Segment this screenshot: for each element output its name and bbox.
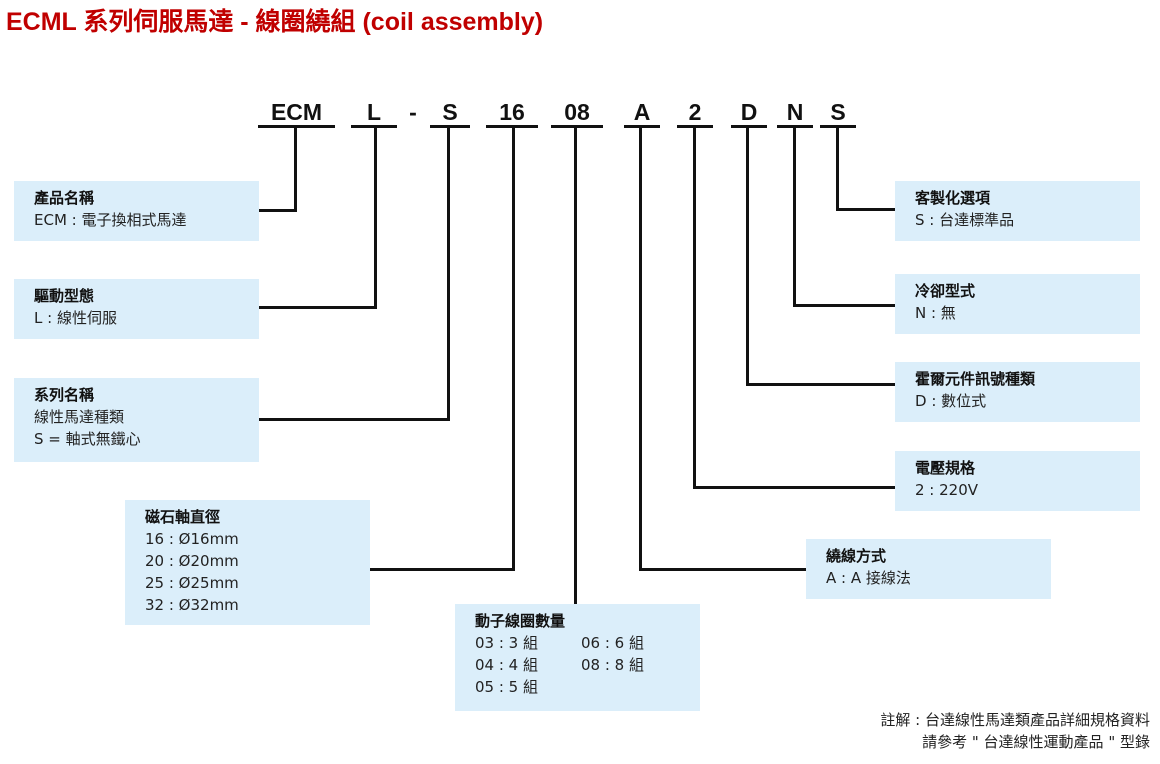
code-segment-dash: - bbox=[409, 99, 417, 125]
code-segment-16: 16 bbox=[486, 98, 538, 128]
connector-ecm bbox=[259, 128, 297, 212]
box-product-name: 產品名稱 ECM : 電子換相式馬達 bbox=[14, 181, 259, 241]
box-product-name-line: ECM : 電子換相式馬達 bbox=[34, 211, 187, 229]
box-magnet-diameter-title: 磁石軸直徑 bbox=[145, 508, 221, 526]
code-segment-s: S bbox=[430, 98, 470, 128]
code-segment-ecm: ECM bbox=[258, 98, 335, 128]
code-segment-a: A bbox=[624, 98, 660, 128]
connector-d bbox=[746, 128, 898, 386]
box-series-name-line: 線性馬達種類 bbox=[34, 408, 125, 426]
connector-a bbox=[639, 128, 809, 571]
box-cooling-line: N : 無 bbox=[915, 304, 956, 322]
box-series-name-line: S = 軸式無鐵心 bbox=[34, 430, 141, 448]
box-magnet-diameter: 磁石軸直徑 16 : Ø16mm 20 : Ø20mm 25 : Ø25mm 3… bbox=[125, 500, 370, 625]
box-voltage-title: 電壓規格 bbox=[915, 459, 976, 477]
box-coil-count-title: 動子線圈數量 bbox=[475, 612, 566, 630]
box-hall-sensor-line: D : 數位式 bbox=[915, 392, 987, 410]
box-coil-count-item: 08 : 8 組 bbox=[581, 656, 644, 674]
box-coil-count-item: 03 : 3 組 bbox=[475, 634, 538, 652]
code-segment-d: D bbox=[731, 98, 767, 128]
box-drive-type-title: 驅動型態 bbox=[34, 287, 95, 305]
box-series-name-title: 系列名稱 bbox=[34, 386, 95, 404]
connector-s-custom bbox=[836, 128, 898, 211]
box-voltage: 電壓規格 2 : 220V bbox=[895, 451, 1140, 511]
box-winding-title: 繞線方式 bbox=[826, 547, 887, 565]
box-winding-line: A : A 接線法 bbox=[826, 569, 911, 587]
box-cooling-title: 冷卻型式 bbox=[915, 282, 976, 300]
code-segment-n: N bbox=[777, 98, 813, 128]
box-hall-sensor: 霍爾元件訊號種類 D : 數位式 bbox=[895, 362, 1140, 422]
box-custom-line: S : 台達標準品 bbox=[915, 211, 1015, 229]
box-voltage-line: 2 : 220V bbox=[915, 481, 979, 499]
box-magnet-diameter-line: 16 : Ø16mm bbox=[145, 530, 239, 548]
footnote: 註解 : 台達線性馬達類產品詳細規格資料 請參考 " 台達線性運動產品 " 型錄 bbox=[880, 709, 1150, 753]
connector-n bbox=[793, 128, 898, 307]
connector-s bbox=[259, 128, 450, 421]
box-coil-count-grid: 03 : 3 組 06 : 6 組 04 : 4 組 08 : 8 組 05 :… bbox=[475, 632, 690, 698]
connector-16 bbox=[370, 128, 515, 571]
code-segment-2: 2 bbox=[677, 98, 713, 128]
box-drive-type: 驅動型態 L : 線性伺服 bbox=[14, 279, 259, 339]
box-custom: 客製化選項 S : 台達標準品 bbox=[895, 181, 1140, 241]
box-coil-count-item: 06 : 6 組 bbox=[581, 634, 644, 652]
box-product-name-title: 產品名稱 bbox=[34, 189, 95, 207]
code-segment-l: L bbox=[351, 98, 397, 128]
box-magnet-diameter-line: 32 : Ø32mm bbox=[145, 596, 239, 614]
page-title: ECML 系列伺服馬達 - 線圈繞組 (coil assembly) bbox=[6, 8, 544, 36]
connector-2 bbox=[693, 128, 898, 489]
code-segment-s-custom: S bbox=[820, 98, 856, 128]
box-coil-count: 動子線圈數量 03 : 3 組 06 : 6 組 04 : 4 組 08 : 8… bbox=[455, 604, 700, 711]
box-winding: 繞線方式 A : A 接線法 bbox=[806, 539, 1051, 599]
box-custom-title: 客製化選項 bbox=[915, 189, 991, 207]
box-magnet-diameter-line: 20 : Ø20mm bbox=[145, 552, 239, 570]
code-segment-08: 08 bbox=[551, 98, 603, 128]
box-hall-sensor-title: 霍爾元件訊號種類 bbox=[915, 370, 1036, 388]
footnote-line: 註解 : 台達線性馬達類產品詳細規格資料 bbox=[880, 711, 1150, 729]
connector-l bbox=[259, 128, 377, 309]
footnote-line: 請參考 " 台達線性運動產品 " 型錄 bbox=[922, 733, 1150, 751]
box-drive-type-line: L : 線性伺服 bbox=[34, 309, 117, 327]
box-magnet-diameter-line: 25 : Ø25mm bbox=[145, 574, 239, 592]
box-cooling: 冷卻型式 N : 無 bbox=[895, 274, 1140, 334]
box-coil-count-item: 05 : 5 組 bbox=[475, 678, 538, 696]
connector-08 bbox=[574, 128, 577, 604]
box-series-name: 系列名稱 線性馬達種類 S = 軸式無鐵心 bbox=[14, 378, 259, 462]
box-coil-count-item: 04 : 4 組 bbox=[475, 656, 538, 674]
